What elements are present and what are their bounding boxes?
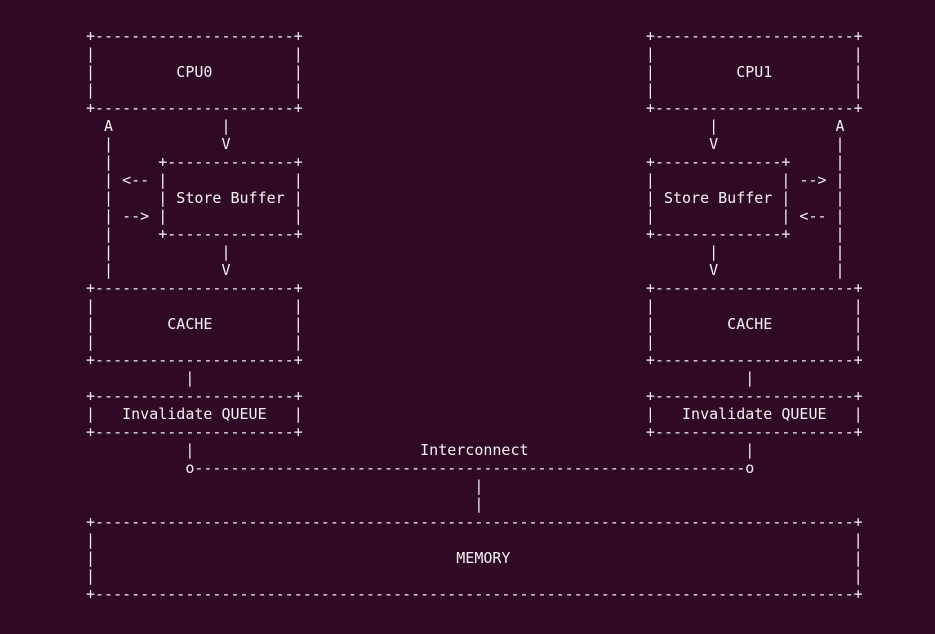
ascii-diagram: +----------------------+ +--------------… xyxy=(86,27,863,603)
